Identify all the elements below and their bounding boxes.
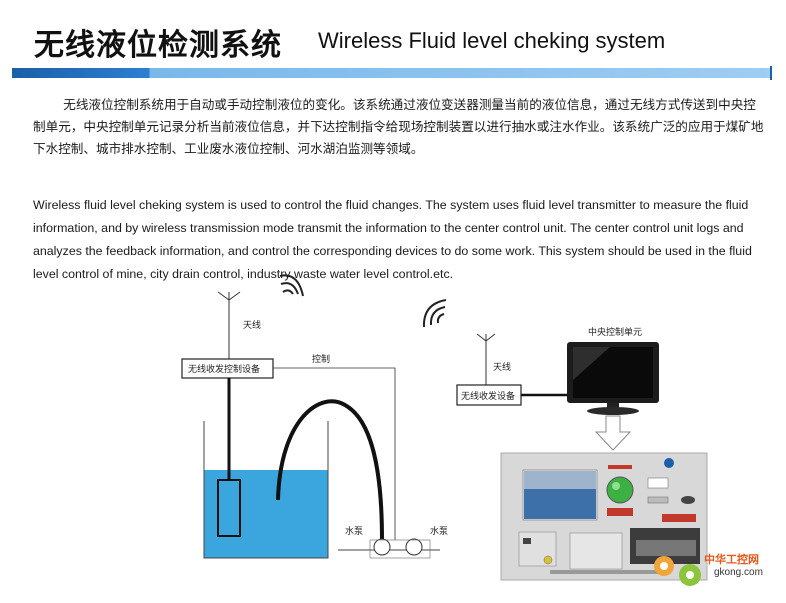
header-divider-bar bbox=[12, 68, 772, 78]
right-antenna-icon bbox=[476, 333, 496, 385]
title-chinese: 无线液位检测系统 bbox=[34, 28, 282, 63]
gear-logo-icon bbox=[654, 556, 701, 586]
pump-right-icon bbox=[405, 538, 423, 556]
title-english: Wireless Fluid level cheking system bbox=[318, 28, 666, 53]
pump-base bbox=[369, 539, 431, 559]
tank-outline bbox=[203, 421, 329, 559]
label-central-unit: 中央控制单元 bbox=[588, 326, 642, 338]
watermark-url: gkong.com bbox=[714, 567, 763, 578]
label-transceiver: 无线收发设备 bbox=[461, 390, 515, 402]
label-antenna-left: 天线 bbox=[243, 319, 261, 331]
description-chinese: 无线液位控制系统用于自动或手动控制液位的变化。该系统通过液位变送器测量当前的液位… bbox=[33, 97, 764, 156]
level-sensor-probe bbox=[217, 479, 241, 537]
monitor-icon bbox=[567, 342, 659, 415]
pump-hose bbox=[276, 399, 384, 541]
label-control: 控制 bbox=[312, 353, 330, 365]
control-line bbox=[273, 367, 396, 540]
wireless-signal-icon-right bbox=[422, 299, 447, 328]
watermark-name: 中华工控网 bbox=[704, 553, 759, 566]
description-english: Wireless fluid level cheking system is u… bbox=[33, 198, 752, 281]
label-antenna-right: 天线 bbox=[493, 361, 511, 373]
down-arrow-icon bbox=[594, 415, 632, 451]
header-divider-end bbox=[770, 66, 772, 80]
control-panel-screen bbox=[500, 452, 708, 581]
pump-left-icon bbox=[373, 538, 391, 556]
label-pump-left: 水泵 bbox=[345, 525, 363, 537]
left-antenna-icon bbox=[217, 291, 241, 359]
label-pump-right: 水泵 bbox=[430, 525, 448, 537]
wireless-signal-icon-left bbox=[279, 274, 304, 297]
label-control-device: 无线收发控制设备 bbox=[188, 363, 260, 375]
